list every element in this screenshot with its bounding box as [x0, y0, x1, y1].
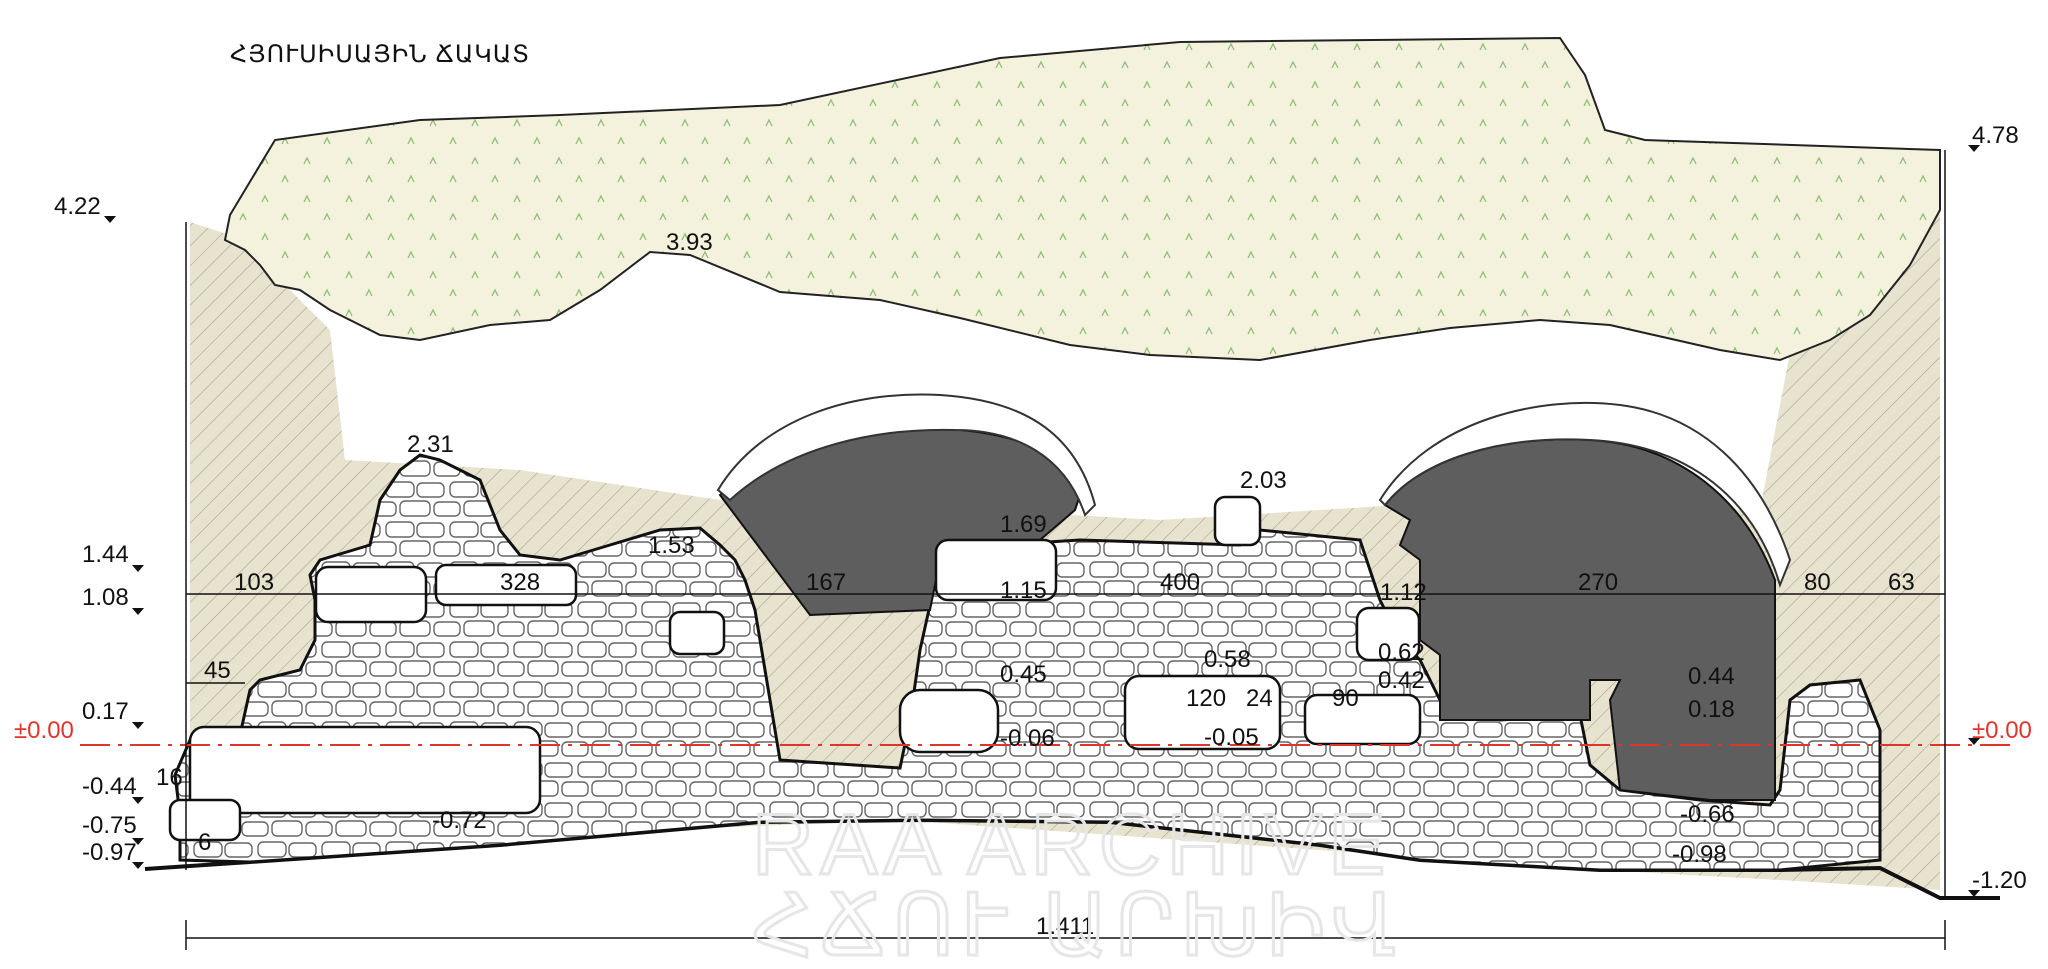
- spot-level-m072: -0.72: [432, 807, 487, 834]
- level-markers: [104, 145, 1980, 897]
- arch-voussoirs-left: [716, 393, 1097, 517]
- spot-level-m066: -0.66: [1680, 801, 1735, 828]
- level-017: 0.17: [82, 698, 129, 725]
- spot-level-042: 0.42: [1378, 667, 1425, 694]
- dim-63: 63: [1888, 569, 1915, 596]
- dim-45: 45: [204, 657, 231, 684]
- level-144: 1.44: [82, 541, 129, 568]
- drawing-title: ՀՅՈՒՍԻՍԱՅԻՆ ՃԱԿԱՏ: [230, 41, 530, 68]
- spot-level-062: 0.62: [1378, 639, 1425, 666]
- level-478: 4.78: [1972, 122, 2019, 149]
- spot-level-112: 1.12: [1380, 579, 1427, 606]
- dim-400: 400: [1160, 569, 1200, 596]
- level-m120: -1.20: [1972, 867, 2027, 894]
- spot-level-044: 0.44: [1688, 663, 1735, 690]
- spot-level-115: 1.15: [1000, 577, 1047, 604]
- spot-level-231: 2.31: [407, 431, 454, 458]
- spot-level-203: 2.03: [1240, 467, 1287, 494]
- watermark-line-2: ՀՃՈՒ ԱՐԽԻՎ: [752, 878, 1402, 969]
- dim-120: 120: [1186, 685, 1226, 712]
- spot-level-m006: -0.06: [1000, 725, 1055, 752]
- dim-24: 24: [1246, 685, 1273, 712]
- level-422: 4.22: [54, 193, 101, 220]
- dim-167: 167: [806, 569, 846, 596]
- dim-80: 80: [1804, 569, 1831, 596]
- large-stones: [168, 495, 1422, 842]
- level-108: 1.08: [82, 584, 129, 611]
- zero-level-label-left: ±0.00: [14, 717, 74, 744]
- level-m044: -0.44: [82, 773, 137, 800]
- spot-level-058: 0.58: [1204, 646, 1251, 673]
- dim-103: 103: [234, 569, 274, 596]
- spot-level-169: 1.69: [1000, 511, 1047, 538]
- spot-level-m005: -0.05: [1204, 724, 1259, 751]
- masonry-wall: [173, 453, 1882, 872]
- spot-level-m098: -0.98: [1672, 841, 1727, 868]
- dim-16: 16: [156, 764, 183, 791]
- zero-level-label-right: ±0.00: [1972, 717, 2032, 744]
- topsoil-layer: [223, 36, 1941, 362]
- dim-270: 270: [1578, 569, 1618, 596]
- dim-328: 328: [500, 569, 540, 596]
- watermark-line-1: RAA ARCHIVE: [752, 797, 1392, 893]
- spot-level-393: 3.93: [666, 229, 713, 256]
- dim-total: 1.411: [1036, 913, 1094, 940]
- level-m097: -0.97: [82, 839, 137, 866]
- dim-6: 6: [198, 829, 211, 856]
- spot-level-018: 0.18: [1688, 696, 1735, 723]
- spot-level-153: 1.53: [648, 532, 695, 559]
- level-m075: -0.75: [82, 812, 137, 839]
- arch-voussoirs-right: [1378, 401, 1792, 589]
- dim-90: 90: [1332, 685, 1359, 712]
- spot-level-045: 0.45: [1000, 661, 1047, 688]
